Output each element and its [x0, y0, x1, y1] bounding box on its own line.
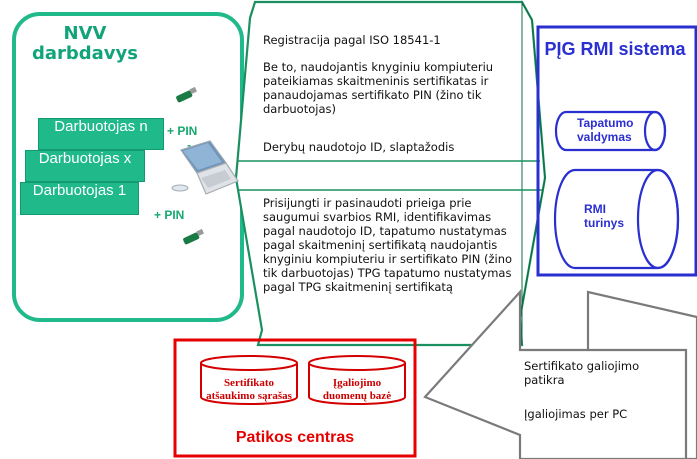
upward-arrow-shaft-edge	[588, 348, 688, 459]
revocation-list-label: Sertifikato atšaukimo sąrašas	[206, 377, 292, 402]
central-panel-shadow	[519, 0, 546, 346]
employee-x: Darbuotojas x	[25, 150, 145, 182]
authority-db-label: Įgaliojimo duomenų bazė	[322, 377, 392, 402]
pin-dash: -	[187, 138, 191, 152]
authority-cylinder	[308, 355, 406, 405]
validity-check-label: Sertifikato galiojimo patikra	[524, 359, 640, 387]
rmi-title: PĮG RMI sistema	[544, 39, 686, 59]
employee-1: Darbuotojas 1	[20, 182, 139, 215]
employee-n: Darbuotojas n	[38, 118, 164, 150]
rmi-content-cylinder	[553, 168, 680, 270]
usb-key-icon-2	[183, 228, 204, 245]
check-center-title: Patikos centras	[235, 429, 355, 446]
identity-management-label: Tapatumo valdymas	[577, 116, 634, 144]
nvv-title: NVV darbdavys	[31, 23, 138, 64]
upward-arrow	[423, 289, 697, 459]
registration-description: Be to, naudojantis knyginiu kompiuteriu …	[263, 60, 494, 116]
pin-label-top: + PIN	[167, 124, 198, 138]
identity-cylinder	[554, 110, 667, 152]
access-description: Prisijungti ir pasinaudoti prieiga prie …	[263, 196, 513, 294]
registration-credentials: Derybų naudotojo ID, slaptažodis	[263, 140, 455, 154]
rmi-content-label: RMI turinys	[584, 202, 625, 230]
check-center-box	[173, 338, 417, 458]
laptop-icon	[171, 140, 239, 195]
authorization-label: Įgaliojimas per PC	[524, 407, 628, 421]
pin-label-bottom: + PIN	[154, 208, 185, 222]
usb-key-icon	[176, 86, 197, 103]
rmi-box	[536, 25, 697, 277]
revocation-cylinder	[200, 355, 298, 405]
registration-title: Registracija pagal ISO 18541-1	[263, 33, 441, 47]
